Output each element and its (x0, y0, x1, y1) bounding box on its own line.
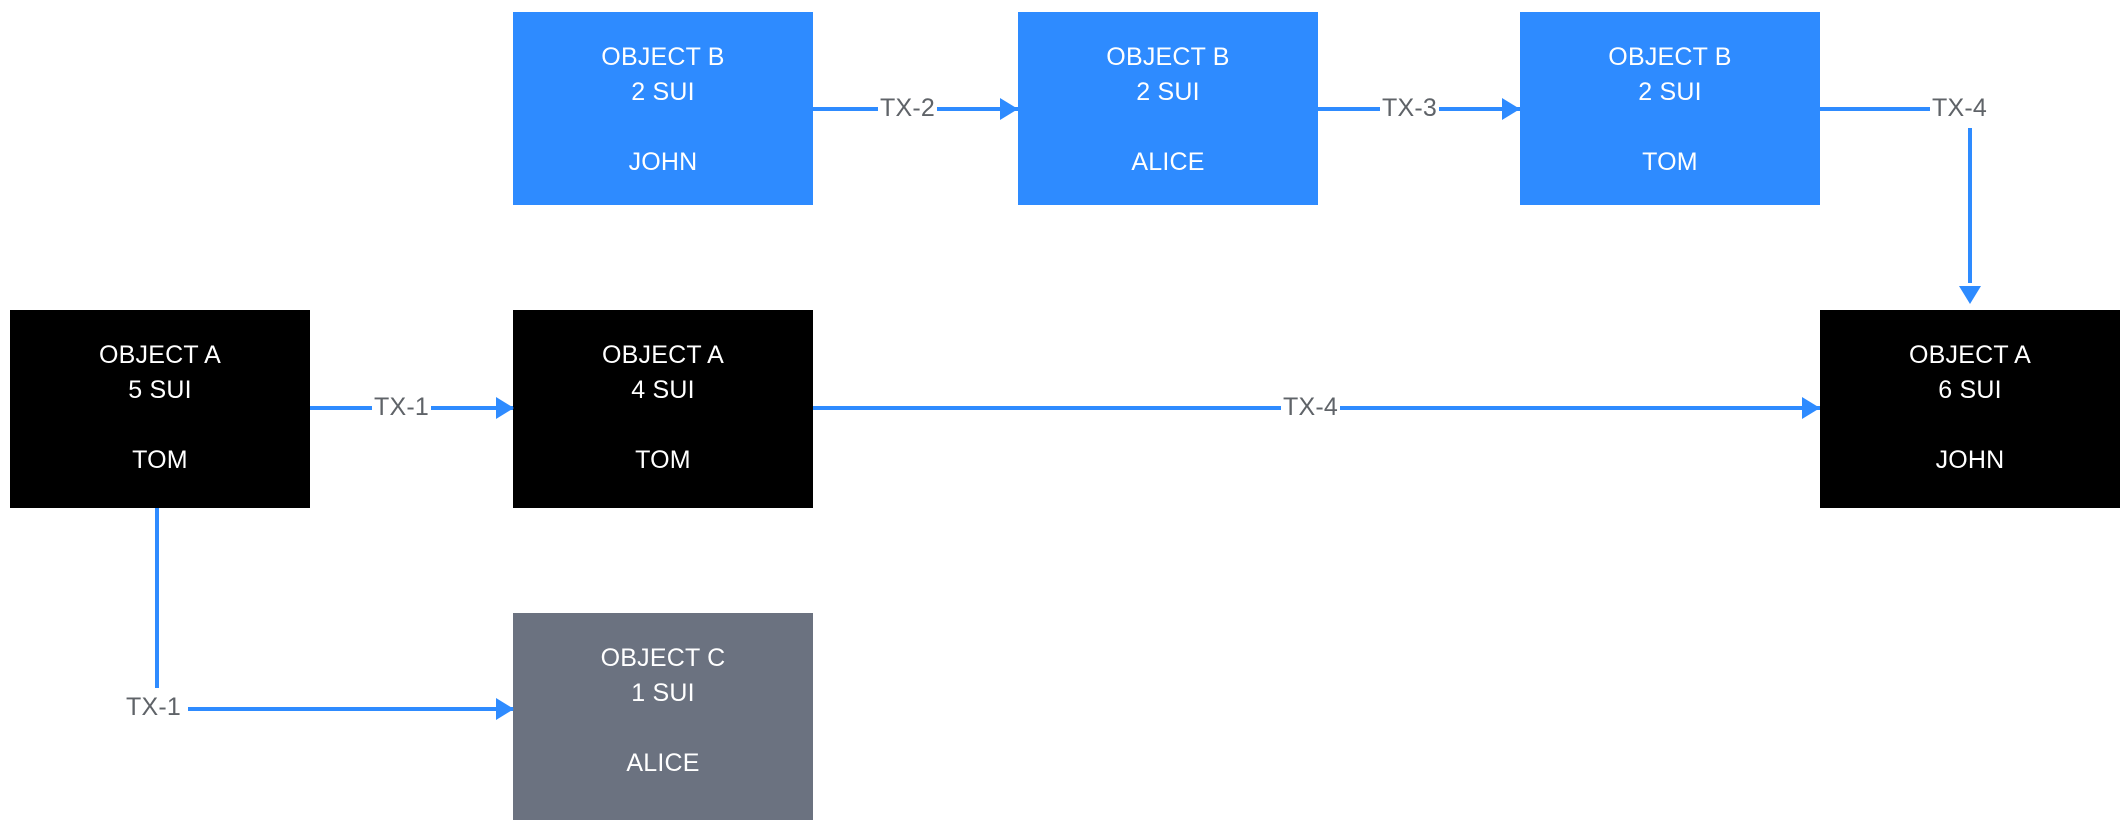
node-object-b-tom[interactable]: OBJECT B 2 SUI TOM (1520, 12, 1820, 205)
node-object-a-tom-4[interactable]: OBJECT A 4 SUI TOM (513, 310, 813, 508)
edge-tx2-arrowhead (1000, 98, 1018, 120)
edge-tx3-arrowhead (1502, 98, 1520, 120)
edge-tx4b-line-horizontal (1820, 107, 1930, 111)
edge-tx1c-line-vertical (155, 508, 159, 688)
node-object-b-john[interactable]: OBJECT B 2 SUI JOHN (513, 12, 813, 205)
edge-tx1a-arrowhead (496, 397, 514, 419)
node-object-label: OBJECT C (600, 644, 726, 672)
edge-label-tx2: TX-2 (878, 94, 937, 122)
node-owner-label: TOM (1642, 148, 1698, 176)
node-object-label: OBJECT A (1908, 341, 2031, 369)
node-amount-label: 6 SUI (1938, 376, 2002, 404)
node-object-label: OBJECT A (601, 341, 724, 369)
node-object-b-alice[interactable]: OBJECT B 2 SUI ALICE (1018, 12, 1318, 205)
node-owner-label: JOHN (628, 148, 698, 176)
edge-tx1c-line-horizontal (188, 707, 513, 711)
node-owner-label: ALICE (1131, 148, 1205, 176)
node-amount-label: 5 SUI (128, 376, 192, 404)
node-object-label: OBJECT B (1106, 43, 1230, 71)
edge-tx4b-arrowhead (1959, 286, 1981, 304)
node-object-a-tom-5[interactable]: OBJECT A 5 SUI TOM (10, 310, 310, 508)
node-owner-label: JOHN (1935, 446, 2005, 474)
node-amount-label: 2 SUI (631, 78, 695, 106)
node-amount-label: 2 SUI (1638, 78, 1702, 106)
node-amount-label: 4 SUI (631, 376, 695, 404)
edge-tx1c-arrowhead (496, 698, 514, 720)
node-object-c-alice[interactable]: OBJECT C 1 SUI ALICE (513, 613, 813, 820)
node-amount-label: 1 SUI (631, 679, 695, 707)
node-object-a-john-6[interactable]: OBJECT A 6 SUI JOHN (1820, 310, 2120, 508)
node-object-label: OBJECT B (1608, 43, 1732, 71)
edge-tx4a-arrowhead (1802, 397, 1820, 419)
edge-label-tx3: TX-3 (1380, 94, 1439, 122)
edge-label-tx4-vertical: TX-4 (1930, 94, 1989, 122)
edge-tx4b-line-vertical (1968, 128, 1972, 283)
edge-label-tx1-top: TX-1 (372, 393, 431, 421)
edge-label-tx4-horizontal: TX-4 (1281, 393, 1340, 421)
node-amount-label: 2 SUI (1136, 78, 1200, 106)
node-owner-label: ALICE (626, 749, 700, 777)
node-owner-label: TOM (132, 446, 188, 474)
node-owner-label: TOM (635, 446, 691, 474)
node-object-label: OBJECT B (601, 43, 725, 71)
node-object-label: OBJECT A (98, 341, 221, 369)
edge-label-tx1-bottom: TX-1 (124, 693, 183, 721)
